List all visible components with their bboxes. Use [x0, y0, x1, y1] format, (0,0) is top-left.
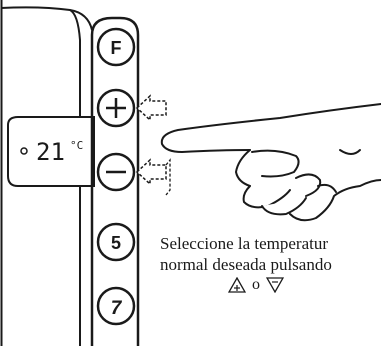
display-indicator-dot	[20, 147, 28, 155]
display-value: 21	[36, 138, 65, 166]
instruction-text: Seleccione la temperatur normal deseada …	[160, 233, 381, 275]
button-five-label: 5	[111, 233, 121, 253]
button-f-label: F	[111, 38, 122, 58]
button-plus[interactable]	[96, 88, 136, 128]
button-minus[interactable]	[96, 152, 136, 192]
triangle-plus-icon	[228, 277, 246, 293]
button-seven-label: 7	[111, 298, 123, 319]
heater-side-panel	[69, 9, 81, 346]
arrow-to-plus-icon	[135, 94, 167, 122]
triangle-down-icon	[266, 277, 284, 293]
symbol-join: o	[252, 276, 260, 293]
button-symbols: o	[228, 276, 284, 294]
button-f[interactable]: F	[96, 27, 136, 67]
pointing-hand-icon	[160, 103, 381, 222]
display-unit: °C	[70, 139, 83, 152]
button-five[interactable]: 5	[96, 222, 136, 262]
button-seven[interactable]: 7	[96, 286, 136, 326]
heater-top-edge	[0, 6, 93, 31]
temperature-display: 21 °C	[7, 116, 95, 187]
instruction-line-2: normal deseada pulsando	[160, 255, 332, 274]
arrow-to-minus-icon	[135, 158, 167, 186]
instruction-line-1: Seleccione la temperatur	[160, 234, 329, 253]
